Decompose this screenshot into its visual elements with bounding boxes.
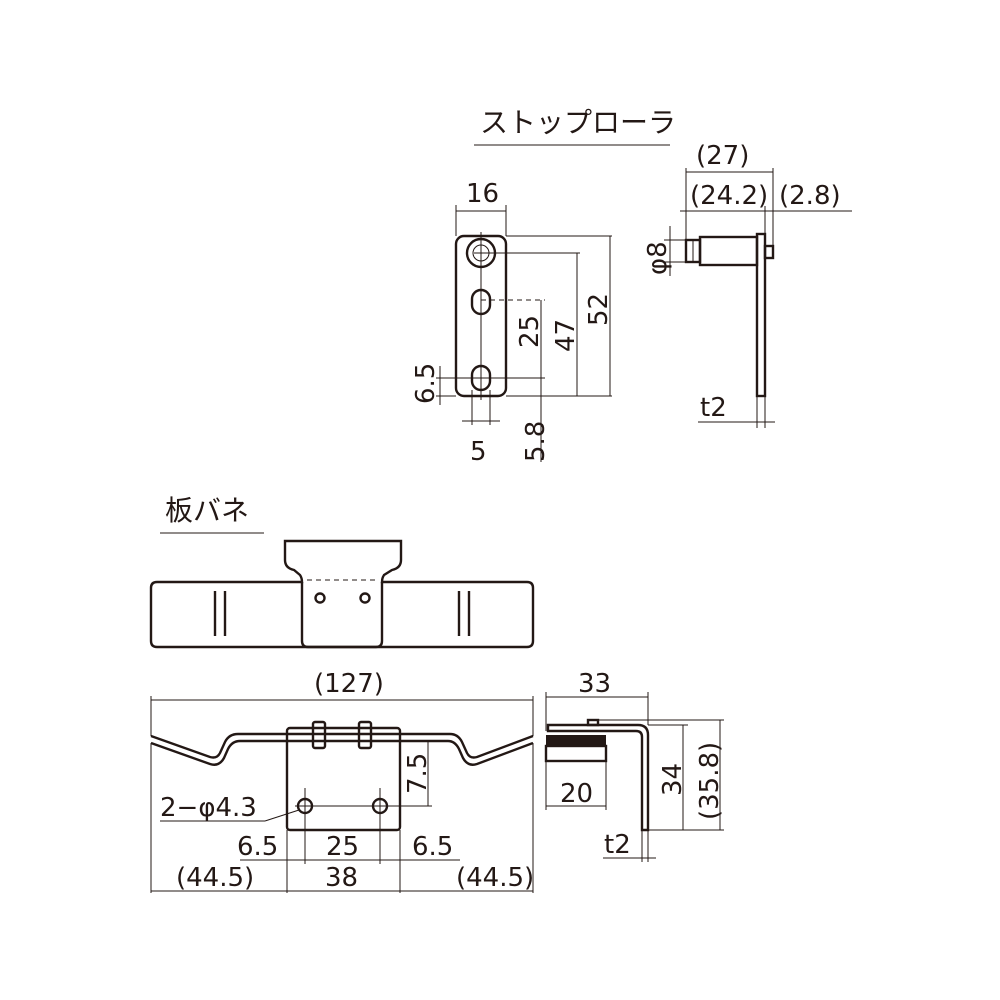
dim-t2-label: t2 (700, 393, 727, 423)
spring-wave-upper (150, 732, 534, 759)
spring-top-hole-left (314, 592, 326, 604)
dim-35-8-label: (35.8) (695, 742, 725, 820)
dim-2-8-label: (2.8) (779, 181, 841, 211)
dim-25-label: 25 (515, 315, 545, 348)
spring-wave-lower (150, 739, 534, 766)
spring-top-outline (149, 539, 535, 649)
dim-127-label: (127) (314, 669, 384, 699)
spring-mount-plate (285, 726, 402, 832)
leaf-spring-front-view: (127) 7.5 2−φ4.3 6.5 25 6.5 (44.5) 38 (4… (150, 669, 534, 893)
roller-back-nut (763, 244, 775, 260)
spring-top-hole-right (359, 592, 371, 604)
hole-callout-label: 2−φ4.3 (160, 793, 257, 823)
dim-left-44-5-label: (44.5) (176, 863, 254, 893)
leaf-spring-title: 板バネ (165, 494, 249, 527)
dim-25-spring-label: 25 (326, 832, 359, 862)
dim-33-label: 33 (578, 669, 611, 699)
dim-52-label: 52 (584, 293, 614, 326)
leaf-spring-side-view: 33 20 34 (35.8) t2 (544, 669, 725, 862)
spring-side-pad (544, 744, 608, 763)
stop-roller-section: ストップローラ (474, 106, 676, 146)
leaf-spring-section: 板バネ (160, 494, 264, 534)
dim-left-6-5-label: 6.5 (237, 832, 278, 862)
leaf-spring-top-view (149, 539, 535, 649)
spring-side-tab (586, 718, 600, 727)
dim-47-label: 47 (551, 319, 581, 352)
spring-tab-right (357, 720, 373, 750)
dim-7-5-label: 7.5 (403, 753, 433, 794)
roller-side-plate (755, 232, 767, 398)
dim-24-2-label: (24.2) (690, 181, 768, 211)
spring-tab-left (311, 720, 327, 750)
dim-right-6-5-label: 6.5 (412, 832, 453, 862)
stop-roller-front-view: 16 25 47 52 6.5 5 5.8 (411, 179, 614, 467)
dim-16-label: 16 (466, 179, 499, 209)
dim-20-label: 20 (560, 779, 593, 809)
dim-right-44-5-label: (44.5) (456, 863, 534, 893)
hole-callout-leader-diag (264, 809, 300, 822)
dim-34-label: 34 (658, 763, 688, 796)
spring-top-inner-bottom (300, 640, 384, 649)
stop-roller-title: ストップローラ (480, 106, 676, 139)
dim-5-8-label: 5.8 (521, 421, 551, 462)
spring-side-pad-dark (546, 735, 606, 746)
stop-roller-side-view: (27) (24.2) (2.8) φ8 t2 (643, 141, 852, 428)
dim-phi8-label: φ8 (643, 241, 673, 275)
dim-t2-spring-label: t2 (604, 830, 631, 860)
dim-27-label: (27) (696, 141, 749, 171)
roller-body (698, 235, 759, 267)
dim-38-label: 38 (325, 863, 358, 893)
roller-slot-hole-upper (470, 288, 492, 316)
dim-6-5-label: 6.5 (411, 363, 441, 404)
dim-5-label: 5 (470, 437, 487, 467)
